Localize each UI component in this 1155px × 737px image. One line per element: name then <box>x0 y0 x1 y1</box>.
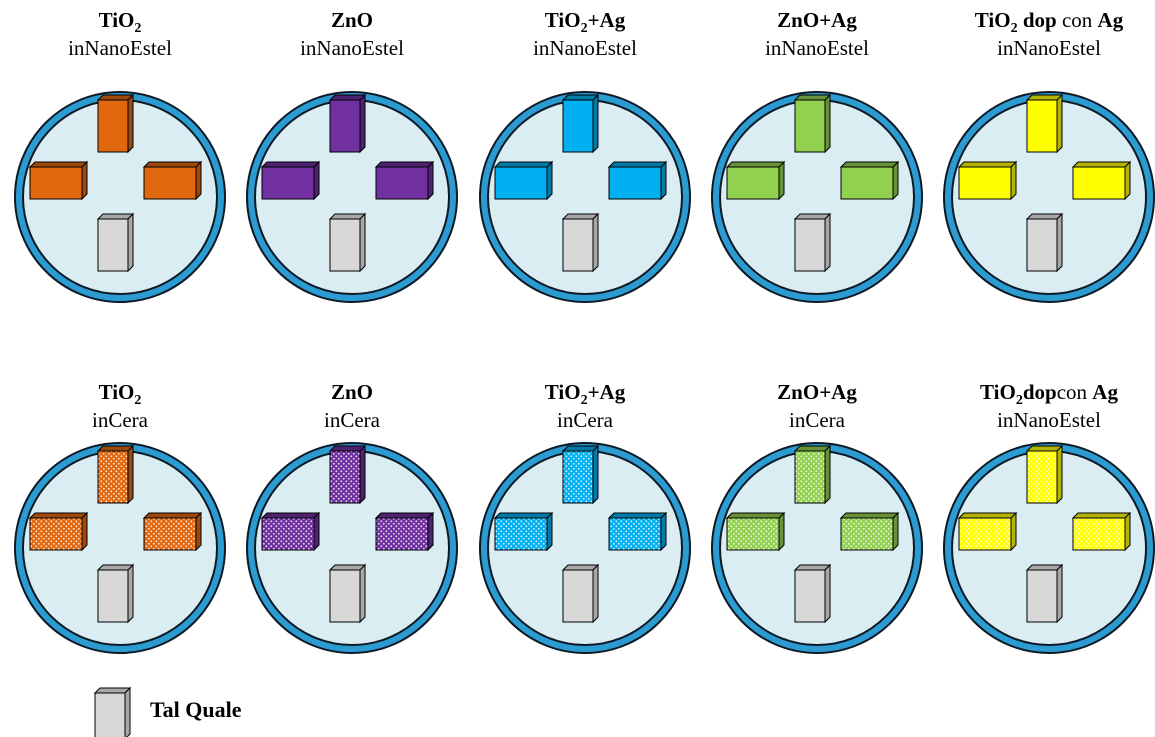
sample-block-left <box>28 160 89 201</box>
sample-block-left <box>957 160 1018 201</box>
sample-block-untreated <box>1025 212 1064 273</box>
panel-subtitle: inNanoEstel <box>765 36 869 60</box>
sample-block-left <box>725 160 786 201</box>
dish-panel: ZnO+Ag inNanoEstel <box>711 8 923 303</box>
panel-subtitle: inNanoEstel <box>533 36 637 60</box>
sample-block-untreated <box>1025 563 1064 624</box>
sample-block-right <box>1071 160 1132 201</box>
legend: Tal Quale <box>93 686 242 737</box>
sample-block-untreated <box>793 563 832 624</box>
sample-block-left <box>260 160 321 201</box>
legend-label: Tal Quale <box>150 697 242 722</box>
sample-block-right <box>374 511 435 552</box>
panel-subtitle: inCera <box>789 408 846 432</box>
sample-block-left <box>725 511 786 552</box>
sample-block-top <box>96 93 135 154</box>
panel-title: ZnO <box>331 380 373 404</box>
panel-subtitle: inCera <box>557 408 614 432</box>
legend-swatch-untreated-sample <box>93 686 132 737</box>
sample-block-left <box>493 160 554 201</box>
dish-panel: ZnO inCera <box>246 380 458 654</box>
panel-subtitle: inCera <box>92 408 149 432</box>
panel-title: ZnO+Ag <box>777 380 857 404</box>
sample-block-right <box>607 160 668 201</box>
sample-block-right <box>374 160 435 201</box>
sample-block-top <box>561 93 600 154</box>
panel-title: TiO2dopcon Ag <box>980 380 1118 408</box>
sample-block-untreated <box>328 563 367 624</box>
panel-title: ZnO <box>331 8 373 32</box>
sample-block-top <box>793 444 832 505</box>
panel-subtitle: inNanoEstel <box>997 36 1101 60</box>
sample-block-right <box>142 160 203 201</box>
sample-block-top <box>1025 93 1064 154</box>
panel-title: ZnO+Ag <box>777 8 857 32</box>
sample-block-untreated <box>561 212 600 273</box>
sample-block-right <box>839 511 900 552</box>
panel-title: TiO2+Ag <box>545 8 626 36</box>
sample-block-top <box>1025 444 1064 505</box>
panel-title: TiO2 dop con Ag <box>975 8 1124 36</box>
sample-block-left <box>28 511 89 552</box>
sample-block-left <box>957 511 1018 552</box>
sample-block-untreated <box>793 212 832 273</box>
sample-block-top <box>793 93 832 154</box>
panel-title: TiO2 <box>99 8 142 36</box>
sample-block-top <box>561 444 600 505</box>
dish-panel: ZnO inNanoEstel <box>246 8 458 303</box>
panel-subtitle: inNanoEstel <box>300 36 404 60</box>
sample-block-right <box>607 511 668 552</box>
panel-subtitle: inNanoEstel <box>997 408 1101 432</box>
sample-block-top <box>328 444 367 505</box>
dish-panel: ZnO+Ag inCera <box>711 380 923 654</box>
sample-block-left <box>260 511 321 552</box>
sample-block-untreated <box>96 212 135 273</box>
sample-block-top <box>328 93 367 154</box>
sample-block-untreated <box>96 563 135 624</box>
sample-block-right <box>1071 511 1132 552</box>
panel-title: TiO2 <box>99 380 142 408</box>
sample-block-untreated <box>561 563 600 624</box>
panel-title: TiO2+Ag <box>545 380 626 408</box>
sample-block-untreated <box>328 212 367 273</box>
sample-block-right <box>142 511 203 552</box>
panel-subtitle: inNanoEstel <box>68 36 172 60</box>
sample-block-right <box>839 160 900 201</box>
untreated-swatch-block <box>93 686 132 737</box>
panel-grid: TiO2inNanoEstelZnOinNanoEstelTiO2+AginNa… <box>14 8 1155 654</box>
panel-subtitle: inCera <box>324 408 381 432</box>
sample-block-left <box>493 511 554 552</box>
sample-block-top <box>96 444 135 505</box>
